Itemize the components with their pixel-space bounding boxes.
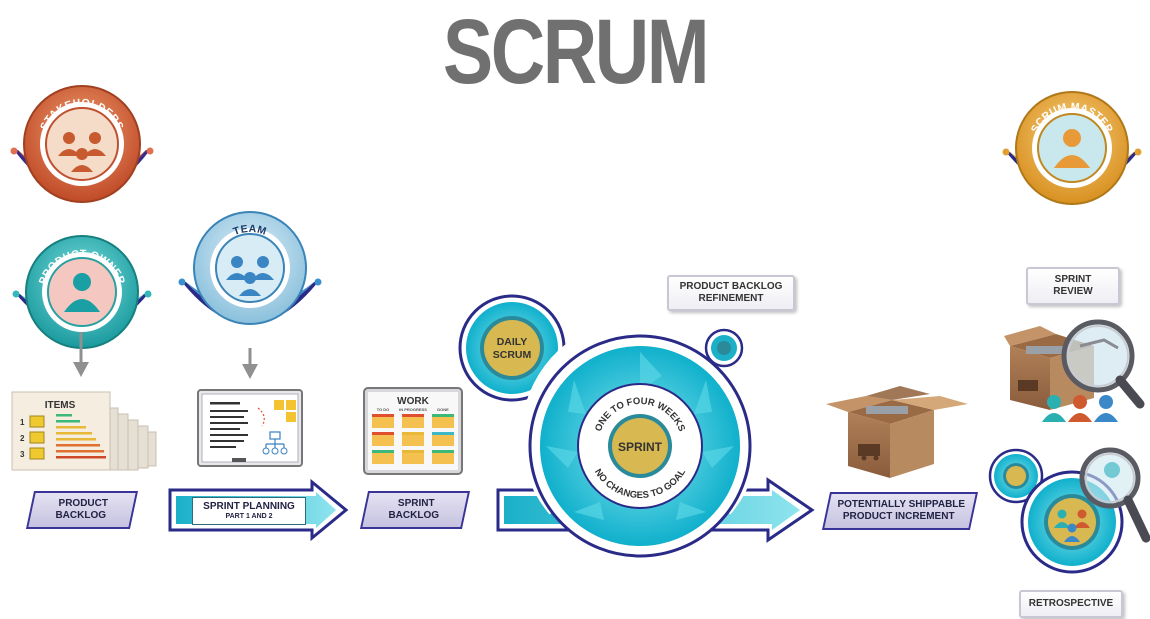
items-heading: ITEMS <box>45 400 76 411</box>
sprint-backlog-label: SPRINT BACKLOG <box>359 491 471 529</box>
retrospective-tag: RETROSPECTIVE <box>1019 590 1123 618</box>
svg-text:DONE: DONE <box>437 407 449 412</box>
sprint-planning-label: SPRINT PLANNING PART 1 AND 2 <box>192 497 306 525</box>
people-icon <box>58 132 106 172</box>
product-owner-badge: PRODUCT OWNER <box>12 235 152 349</box>
sprint-backlog-work-board: WORK TO DO IN PROGRESS DONE <box>363 387 463 475</box>
work-heading: WORK <box>397 396 429 407</box>
team-arrow <box>242 348 258 379</box>
magnifier-icon <box>1079 447 1150 543</box>
reviewers-icon <box>1042 395 1118 422</box>
product-owner-arrow <box>73 332 89 377</box>
svg-text:2: 2 <box>20 434 25 443</box>
magnifier-icon <box>1061 319 1145 409</box>
product-backlog-label: PRODUCT BACKLOG <box>25 491 139 529</box>
retrospective-illustration <box>988 447 1150 574</box>
team-people-icon <box>226 256 274 296</box>
svg-text:3: 3 <box>20 450 25 459</box>
daily-scrum-circle: DAILY SCRUM <box>458 294 566 402</box>
sprint-review-tag: SPRINT REVIEW <box>1026 267 1120 305</box>
svg-text:TEAM: TEAM <box>232 223 268 238</box>
team-label: TEAM <box>232 223 268 238</box>
product-backlog-items-card: ITEMS 1 2 3 <box>11 391 157 471</box>
sprint-center-label: SPRINT <box>618 440 663 454</box>
stakeholders-badge: STAKEHOLDERS <box>10 85 154 203</box>
work-cards <box>372 414 454 464</box>
daily-scrum-label-line2: SCRUM <box>493 349 532 361</box>
svg-text:1: 1 <box>20 418 25 427</box>
person-icon <box>64 273 100 312</box>
refinement-tag: PRODUCT BACKLOG REFINEMENT <box>667 275 795 311</box>
person-icon <box>1054 129 1090 168</box>
scrum-master-badge: SCRUM MASTER <box>1002 91 1142 205</box>
items-rows: 1 2 3 <box>20 414 106 460</box>
svg-text:IN PROGRESS: IN PROGRESS <box>399 407 427 412</box>
shippable-box-icon <box>826 386 968 478</box>
refinement-circle <box>704 328 744 368</box>
retro-team-icon <box>1054 509 1090 542</box>
increment-label: POTENTIALLY SHIPPABLE PRODUCT INCREMENT <box>821 492 979 530</box>
sprint-review-illustration <box>1004 319 1145 422</box>
svg-text:TO DO: TO DO <box>377 407 390 412</box>
daily-scrum-label-line1: DAILY <box>497 336 528 348</box>
team-badge: TEAM <box>178 211 322 325</box>
page-title: SCRUM <box>442 1 710 103</box>
sprint-planning-whiteboard <box>197 389 303 467</box>
sprint-cycle: SPRINT ONE TO FOUR WEEKS NO CHANGES TO G… <box>521 318 759 558</box>
